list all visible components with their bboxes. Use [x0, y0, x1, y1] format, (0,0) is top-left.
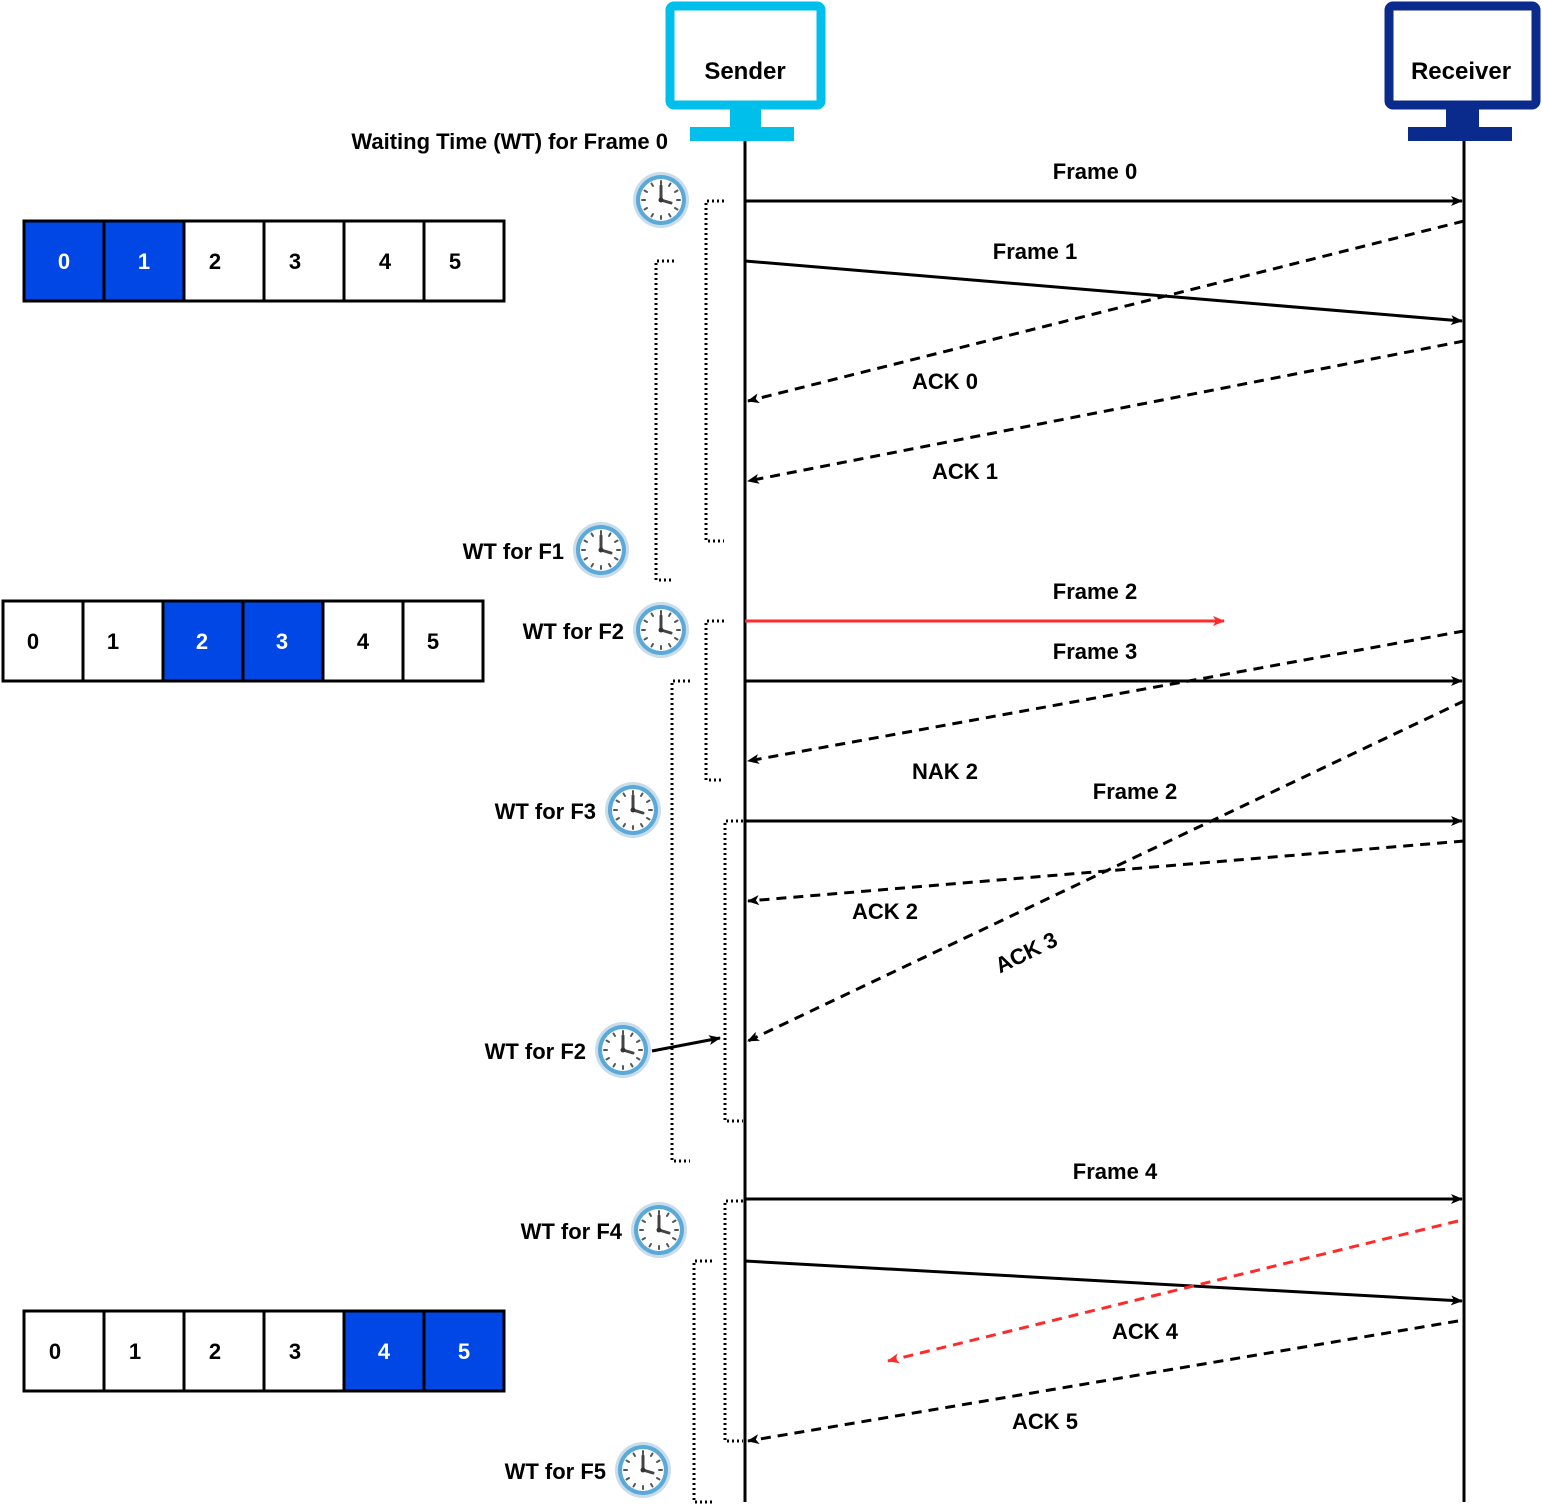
ack-0-label: ACK 0	[912, 369, 978, 394]
frame-5-arrow	[744, 1259, 1463, 1306]
window-cell	[182, 219, 266, 303]
window-cell-label: 1	[129, 1339, 141, 1364]
wt-bracket-f3	[670, 679, 690, 1163]
window-cell	[1, 599, 85, 683]
ack-4-lost-arrow	[887, 1219, 1459, 1364]
waiting-time-header: Waiting Time (WT) for Frame 0	[351, 129, 668, 154]
messages: Frame 0 Frame 1 ACK 0 ACK 1 Frame 2 Fram…	[651, 159, 1465, 1445]
window-cell-label: 3	[289, 249, 301, 274]
timer-f2: WT for F2	[523, 600, 691, 660]
ack-1-arrow	[747, 339, 1465, 484]
window-cell-label: 4	[379, 249, 392, 274]
frame-4-label: Frame 4	[1073, 1159, 1158, 1184]
timer-f5-label: WT for F5	[505, 1459, 606, 1484]
window-cell-label: 0	[58, 249, 70, 274]
window-cell-label: 0	[27, 629, 39, 654]
window-cell-highlighted	[422, 1309, 506, 1393]
window-cell-label: 4	[357, 629, 370, 654]
window-cell-label: 1	[107, 629, 119, 654]
window-cell-label: 1	[138, 249, 150, 274]
ack-4-label: ACK 4	[1112, 1319, 1179, 1344]
waiting-time-brackets	[654, 199, 743, 1504]
timers: WT for F1 WT for F2 WT for F3 WT for F2 …	[463, 170, 691, 1500]
clock-icon	[571, 520, 631, 580]
frame-2-resend-label: Frame 2	[1093, 779, 1177, 804]
ack-0-arrow	[747, 219, 1465, 404]
timer-f2-label: WT for F2	[523, 619, 624, 644]
frame-3-label: Frame 3	[1053, 639, 1137, 664]
window-cell	[401, 599, 485, 683]
window-cell-label: 2	[196, 629, 208, 654]
ack-5-label: ACK 5	[1012, 1409, 1078, 1434]
ack-5-arrow	[747, 1319, 1459, 1445]
clock-icon	[593, 1020, 653, 1080]
frame-1-label: Frame 1	[993, 239, 1077, 264]
clock-icon	[613, 1440, 673, 1500]
sender-label: Sender	[704, 58, 785, 85]
clock-icon	[603, 780, 663, 840]
clock-icon	[631, 600, 691, 660]
ack-2-label: ACK 2	[852, 899, 918, 924]
ack-1-label: ACK 1	[932, 459, 998, 484]
window-cell-label: 5	[427, 629, 439, 654]
window-cell	[422, 219, 506, 303]
receiver-label: Receiver	[1411, 58, 1511, 85]
nak-2-label: NAK 2	[912, 759, 978, 784]
window-cell-label: 2	[209, 249, 221, 274]
timer-f1: WT for F1	[463, 520, 631, 580]
window-cell-label: 3	[276, 629, 288, 654]
wt-bracket-f0	[704, 199, 724, 543]
timer-f4-label: WT for F4	[521, 1219, 623, 1244]
nak-2-arrow	[747, 629, 1465, 764]
clock-icon	[629, 1200, 689, 1260]
timer-f2-resend-label: WT for F2	[485, 1039, 586, 1064]
window-cell-label: 0	[49, 1339, 61, 1364]
wt-bracket-f2-resend	[723, 819, 743, 1123]
wt-bracket-f5	[692, 1259, 712, 1504]
wt-bracket-f1	[654, 259, 674, 582]
receiver-screen	[1384, 1, 1541, 110]
window-cell	[262, 219, 346, 303]
timer-f0	[631, 170, 691, 230]
window-cell-label: 2	[209, 1339, 221, 1364]
timer-pointer-arrow	[651, 1035, 721, 1053]
window-cell-highlighted	[22, 219, 106, 303]
ack-3-arrow	[747, 699, 1465, 1043]
frame-0-label: Frame 0	[1053, 159, 1137, 184]
timer-f5: WT for F5	[505, 1440, 673, 1500]
timer-f3-label: WT for F3	[495, 799, 596, 824]
window-cell-label: 5	[449, 249, 461, 274]
sliding-window-3: 0 1 2 3 4 5	[22, 1309, 506, 1393]
frame-1-arrow	[744, 259, 1463, 326]
frame-2-lost-label: Frame 2	[1053, 579, 1137, 604]
sliding-window-2: 0 1 2 3 4 5	[1, 599, 485, 683]
window-cell-highlighted	[342, 1309, 426, 1393]
wt-bracket-f2	[704, 619, 724, 782]
sliding-window-1: 0 1 2 3 4 5	[22, 219, 506, 303]
sender-neck	[730, 105, 761, 127]
window-cell-label: 5	[458, 1339, 470, 1364]
timer-f1-label: WT for F1	[463, 539, 564, 564]
timer-f4: WT for F4	[521, 1200, 689, 1260]
ack-3-label: ACK 3	[991, 927, 1061, 978]
sender-monitor: Sender	[665, 1, 826, 141]
receiver-neck	[1446, 105, 1479, 127]
window-cell-label: 3	[289, 1339, 301, 1364]
window-cell	[102, 1309, 186, 1393]
sender-screen	[665, 1, 826, 110]
window-cell	[262, 1309, 346, 1393]
window-cell-label: 4	[378, 1339, 391, 1364]
window-cell	[182, 1309, 266, 1393]
timer-f3: WT for F3	[495, 780, 663, 840]
timer-f2-resend: WT for F2	[485, 1020, 653, 1080]
window-cell	[22, 1309, 106, 1393]
window-cell	[81, 599, 165, 683]
sender-stand	[690, 127, 794, 141]
clock-icon	[631, 170, 691, 230]
receiver-stand	[1408, 127, 1512, 141]
wt-bracket-f4	[723, 1199, 743, 1443]
receiver-monitor: Receiver	[1384, 1, 1541, 141]
